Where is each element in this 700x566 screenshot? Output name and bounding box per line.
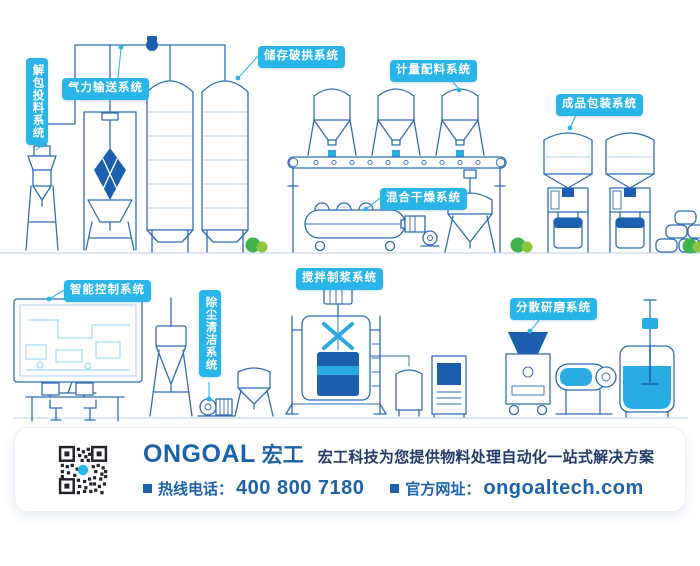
bag-lifting-station [83,111,137,251]
label-stir-pulping-system: 搅拌制浆系统 [296,268,383,290]
footer-text-block: ONGOAL 宏工 宏工科技为您提供物料处理自动化一站式解决方案 热线电话： 4… [143,439,654,500]
brand-logo-en: ONGOAL [143,440,256,468]
storage-silos [146,80,249,253]
contact-row: 热线电话： 400 800 7180 官方网址： ongoaltech.com [143,477,654,500]
label-disperse-grinding-system: 分散研磨系统 [510,298,597,320]
brand-tagline: 宏工科技为您提供物料处理自动化一站式解决方案 [317,449,655,466]
control-room [13,298,143,422]
bullet-square-icon [143,484,152,493]
dust-collection [149,297,274,417]
hotline-number: 400 800 7180 [236,477,365,499]
pulping-unit [285,287,467,418]
packaging-line [543,132,700,253]
metering-hoppers [307,88,485,157]
screen-schematic [25,319,130,371]
website-url: ongoaltech.com [483,477,644,499]
qr-code [57,443,109,496]
belt-conveyor [287,156,507,253]
label-mixing-drying-system: 混合干燥系统 [380,188,467,210]
label-dust-cleaning-system: 除尘清洁系统 [199,290,221,377]
cone-dryer [444,169,496,253]
unpacking-station [25,145,59,251]
label-storage-system: 储存破拱系统 [258,46,345,68]
label-packaging-system: 成品包装系统 [556,94,643,116]
label-pneumatic-system: 气力输送系统 [62,78,149,100]
label-smart-control-system: 智能控制系统 [64,280,151,302]
hotline-label: 热线电话： [158,481,234,498]
bullet-square-icon [390,484,400,493]
label-unpacking-system: 解包投料系统 [26,58,48,145]
mixer-dryer [304,202,440,252]
label-metering-system: 计量配料系统 [390,60,477,82]
grinding-unit [505,299,675,418]
brand-logo-cn: 宏工 [261,444,304,467]
brand-row: ONGOAL 宏工 宏工科技为您提供物料处理自动化一站式解决方案 [143,439,654,469]
footer-card: ONGOAL 宏工 宏工科技为您提供物料处理自动化一站式解决方案 热线电话： 4… [14,427,686,512]
bush-decorations [245,237,700,254]
website-label: 官方网址： [405,481,481,498]
ground-lines [0,252,700,419]
